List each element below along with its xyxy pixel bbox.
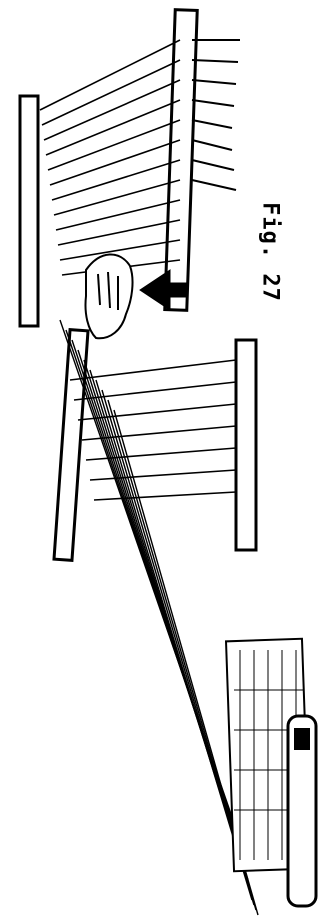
- middle-cross-bar: [236, 340, 256, 550]
- figure-caption: Fig. 27: [258, 192, 282, 312]
- upper-warp-threads: [40, 40, 180, 275]
- lower-warp-threads: [60, 320, 258, 915]
- woven-cross-threads: [70, 360, 236, 500]
- cloth-beam-roller: [288, 716, 316, 906]
- left-frame-bar: [20, 96, 88, 560]
- hand-icon: [85, 254, 132, 338]
- figure-caption-text: Fig. 27: [258, 202, 283, 302]
- warp-fringe: [192, 40, 240, 190]
